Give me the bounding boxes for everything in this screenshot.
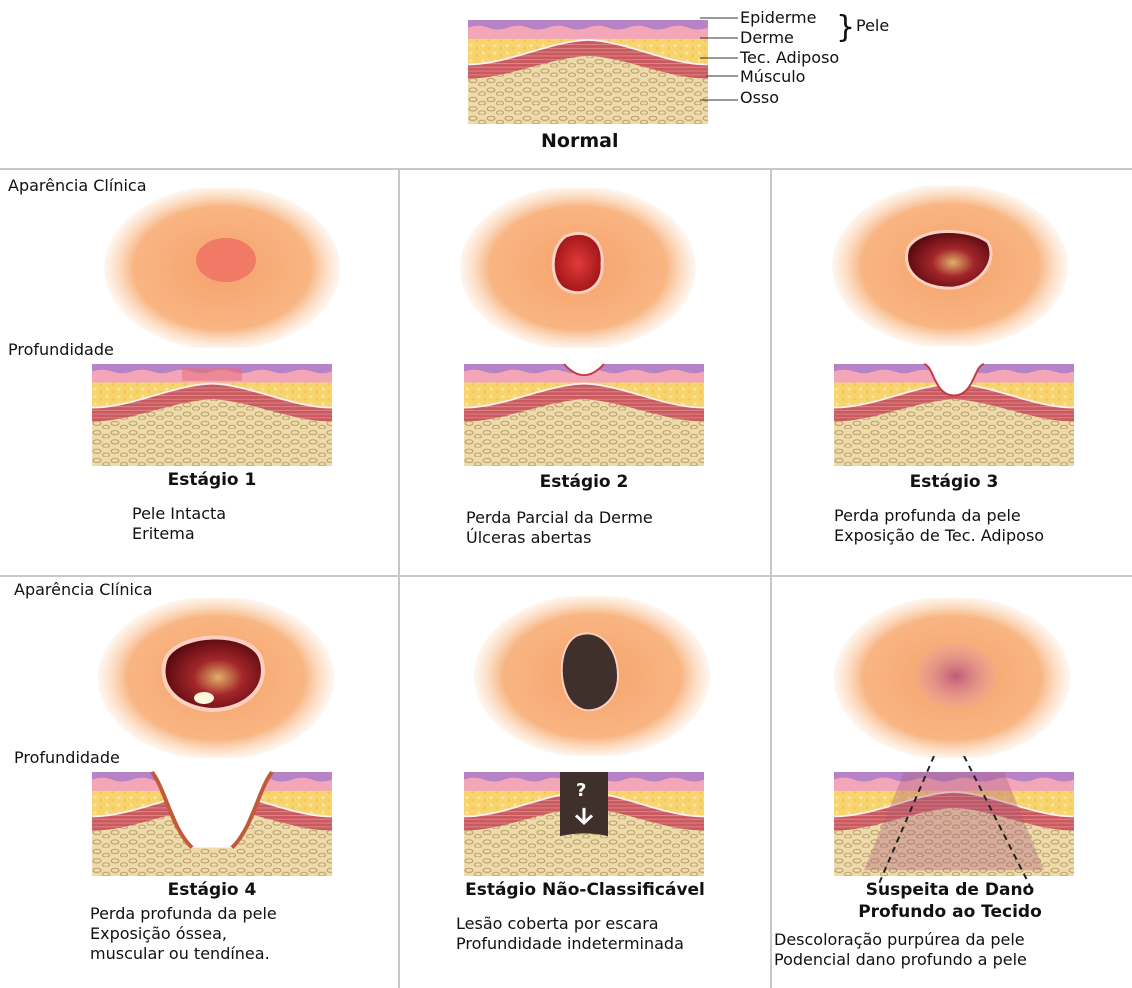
- sdti-line2: Podencial dano profundo a pele: [774, 950, 1027, 970]
- stage1-line2: Eritema: [132, 524, 195, 544]
- label-adiposo: Tec. Adiposo: [740, 48, 839, 68]
- stage1-title: Estágio 1: [92, 470, 332, 490]
- normal-tissue-diagram: [468, 20, 708, 124]
- sdti-line1: Descoloração purpúrea da pele: [774, 930, 1025, 950]
- sdti-title-line1: Suspeita de Dano: [800, 880, 1100, 900]
- grid-v2: [770, 168, 772, 988]
- stage1-line1: Pele Intacta: [132, 504, 226, 524]
- unclassified-clinical-image: [472, 596, 712, 756]
- sdti-clinical-image: [832, 598, 1072, 758]
- stage2-title: Estágio 2: [464, 472, 704, 492]
- stage2-depth-diagram: [464, 364, 704, 466]
- grid-v1: [398, 168, 400, 988]
- stage1-depth-diagram: [92, 364, 332, 466]
- grid-middle: [0, 575, 1132, 577]
- aparencia-clinica-label-2: Aparência Clínica: [14, 580, 153, 600]
- sdti-title-line2: Profundo ao Tecido: [800, 902, 1100, 922]
- unclassified-question-mark: ?: [576, 780, 586, 801]
- stage3-line2: Exposição de Tec. Adiposo: [834, 526, 1044, 546]
- profundidade-label-1: Profundidade: [8, 340, 114, 360]
- stage4-line3: muscular ou tendínea.: [90, 944, 270, 964]
- stage1-clinical-image: [102, 188, 342, 348]
- stage4-line1: Perda profunda da pele: [90, 904, 277, 924]
- unclassified-title: Estágio Não-Classificável: [400, 880, 770, 900]
- stage3-title: Estágio 3: [834, 472, 1074, 492]
- unclassified-line1: Lesão coberta por escara: [456, 914, 659, 934]
- label-derme: Derme: [740, 28, 794, 48]
- stage4-clinical-image: [96, 598, 336, 758]
- sdti-dashed-lines: [848, 756, 1048, 896]
- stage3-line1: Perda profunda da pele: [834, 506, 1021, 526]
- label-pele: Pele: [856, 16, 889, 36]
- stage4-depth-diagram: [92, 772, 332, 876]
- grid-top: [0, 168, 1132, 170]
- stage4-title: Estágio 4: [92, 880, 332, 900]
- pele-brace: }: [836, 8, 855, 48]
- normal-title: Normal: [541, 130, 618, 152]
- stage3-depth-diagram: [834, 364, 1074, 466]
- stage2-line2: Úlceras abertas: [466, 528, 591, 548]
- label-epiderme: Epiderme: [740, 8, 816, 28]
- label-osso: Osso: [740, 88, 779, 108]
- label-musculo: Músculo: [740, 67, 805, 87]
- unclassified-line2: Profundidade indeterminada: [456, 934, 684, 954]
- stage2-clinical-image: [458, 188, 698, 348]
- stage2-line1: Perda Parcial da Derme: [466, 508, 653, 528]
- stage3-clinical-image: [830, 186, 1070, 346]
- stage4-line2: Exposição óssea,: [90, 924, 227, 944]
